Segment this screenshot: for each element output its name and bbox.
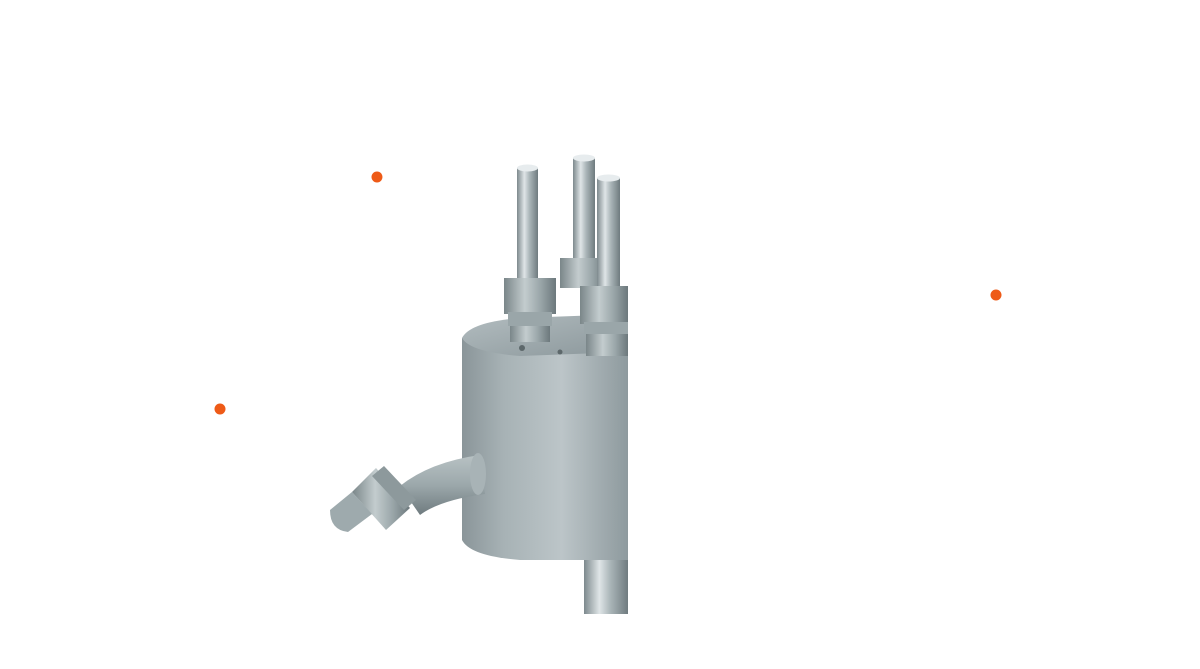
side-pipe-collar [470, 453, 486, 495]
tube-right [597, 178, 620, 290]
nut-right [580, 286, 628, 324]
cylinder-body [462, 338, 628, 560]
side-fitting-nut [352, 468, 410, 530]
top-hole [557, 349, 563, 355]
tube-middle [573, 158, 595, 262]
hotspot-dot-3[interactable] [214, 403, 226, 415]
nut-left [504, 278, 556, 314]
top-hole [519, 345, 525, 351]
hotspot-dot-1[interactable] [371, 171, 383, 183]
side-pipe [400, 455, 485, 515]
side-fitting-ring [372, 466, 416, 510]
tube-left [517, 168, 538, 280]
hotspot-dot-2[interactable] [990, 289, 1002, 301]
side-stub [330, 492, 372, 532]
